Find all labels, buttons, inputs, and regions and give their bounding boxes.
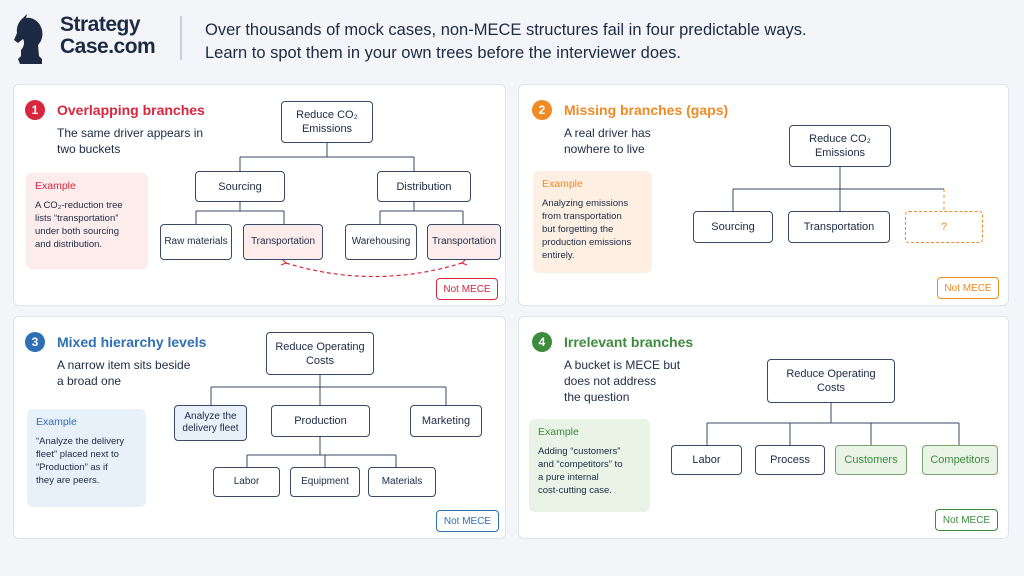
panel-irrelevant-branches: 4 Irrelevant branches A bucket is MECE b… [518,316,1009,539]
tree-node-customers-irrelevant: Customers [835,445,907,475]
tree-node-missing-gap: ? [905,211,983,243]
headline-line-1: Over thousands of mock cases, non-MECE s… [205,21,807,39]
headline-line-2: Learn to spot them in your own trees bef… [205,44,682,62]
panel-mixed-hierarchy: 3 Mixed hierarchy levels A narrow item s… [13,316,506,539]
panel-title: Overlapping branches [57,102,205,118]
tree-node-marketing: Marketing [410,405,482,437]
tree-node-production: Production [271,405,370,437]
example-box: Example Adding “customers”and “competito… [529,419,650,512]
panel-number: 4 [532,332,552,352]
tree-node-labor: Labor [213,467,280,497]
panel-number: 3 [25,332,45,352]
not-mece-badge: Not MECE [436,278,498,300]
header-divider [180,16,182,60]
panel-title: Missing branches (gaps) [564,102,729,118]
tree-node-process: Process [755,445,825,475]
not-mece-badge: Not MECE [937,277,999,299]
tree-node-transportation-overlap: Transportation [243,224,323,260]
tree-node-equipment: Equipment [290,467,360,497]
panel-title: Irrelevant branches [564,334,694,350]
tree-node-labor: Labor [671,445,742,475]
tree-node-warehousing: Warehousing [345,224,417,260]
tree-node-distribution: Distribution [377,171,471,202]
logo-wordmark: Strategy Case.com [60,13,156,58]
not-mece-badge: Not MECE [436,510,499,532]
tree-node-raw-materials: Raw materials [160,224,232,260]
tree-node-competitors-irrelevant: Competitors [922,445,998,475]
logo: Strategy Case.com [12,10,172,68]
not-mece-badge: Not MECE [935,509,998,531]
tree-node-analyze-delivery-fleet: Analyze the delivery fleet [174,405,247,441]
tree-node-materials: Materials [368,467,436,497]
panel-number: 1 [25,100,45,120]
panel-number: 2 [532,100,552,120]
tree-node-sourcing: Sourcing [195,171,285,202]
tree-node-sourcing: Sourcing [693,211,773,243]
tree-node-transportation-duplicate: Transportation [427,224,501,260]
panel-title: Mixed hierarchy levels [57,334,207,350]
chess-knight-icon [14,14,43,64]
panel-missing-branches: 2 Missing branches (gaps) A real driver … [518,84,1009,306]
panel-overlapping-branches: 1 Overlapping branches The same driver a… [13,84,506,306]
tree-node-transportation: Transportation [788,211,890,243]
